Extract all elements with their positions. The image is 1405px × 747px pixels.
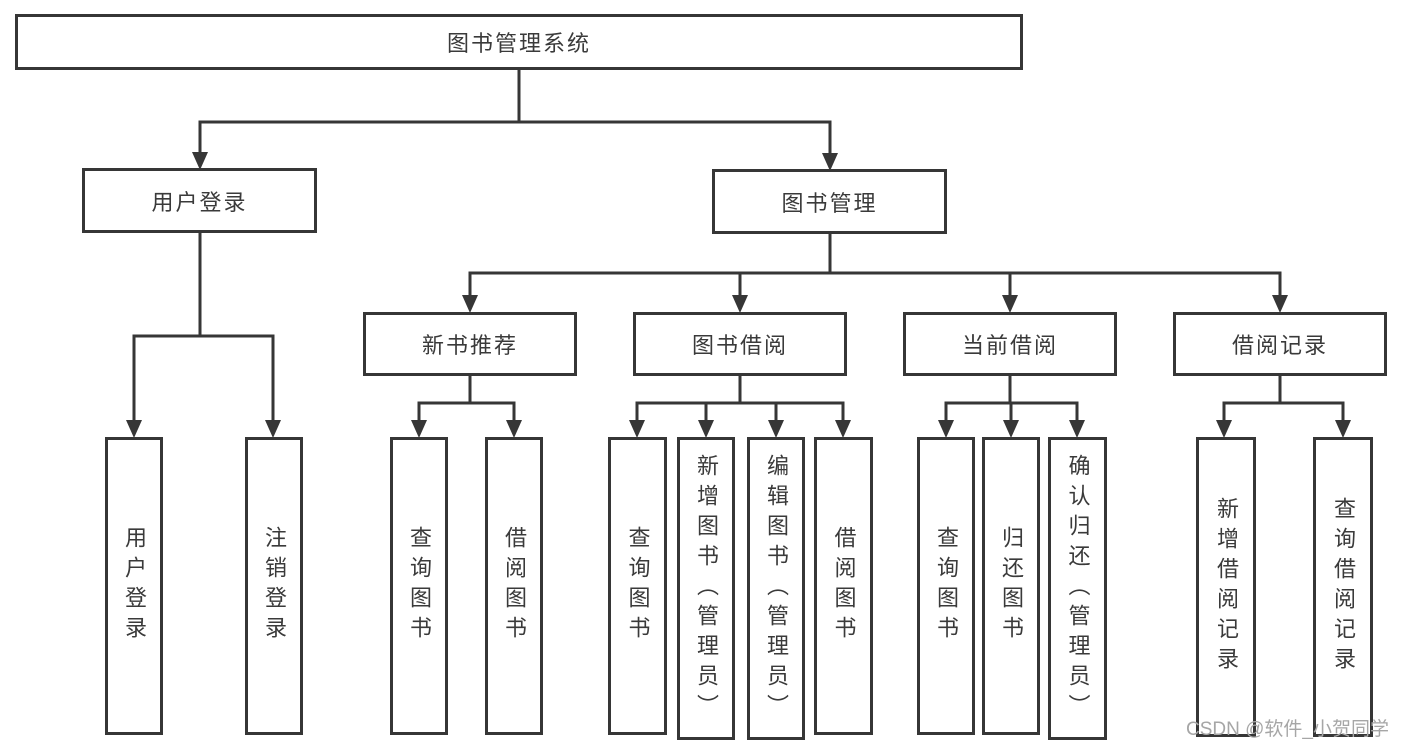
leaf-add-book-admin-label: 新增图书（管理员）	[694, 453, 719, 724]
leaf-user-login: 用户登录	[105, 437, 163, 735]
leaf-current-query-books: 查询图书	[917, 437, 975, 735]
leaf-query-borrow-record: 查询借阅记录	[1313, 437, 1373, 737]
leaf-confirm-return-admin-label: 确认归还（管理员）	[1065, 453, 1091, 724]
leaf-recommend-borrow-books-label: 借阅图书	[502, 526, 527, 646]
leaf-add-borrow-record: 新增借阅记录	[1196, 437, 1256, 737]
leaf-borrow-books: 借阅图书	[814, 437, 873, 735]
leaf-recommend-borrow-books: 借阅图书	[485, 437, 543, 735]
leaf-current-query-books-label: 查询图书	[934, 526, 959, 646]
node-current-borrow: 当前借阅	[903, 312, 1117, 376]
leaf-recommend-query-books: 查询图书	[390, 437, 448, 735]
node-root-system-label: 图书管理系统	[446, 31, 591, 56]
leaf-add-book-admin: 新增图书（管理员）	[677, 437, 735, 740]
tree-edges	[132, 67, 1345, 424]
leaf-query-borrow-record-label: 查询借阅记录	[1331, 497, 1356, 677]
node-book-management: 图书管理	[712, 169, 947, 234]
leaf-return-books-label: 归还图书	[999, 526, 1024, 646]
leaf-borrow-query-books-label: 查询图书	[625, 526, 651, 646]
node-borrow-records-label: 借阅记录	[1231, 333, 1328, 358]
leaf-recommend-query-books-label: 查询图书	[407, 526, 432, 646]
node-book-borrow: 图书借阅	[633, 312, 847, 376]
node-book-management-label: 图书管理	[781, 190, 878, 216]
leaf-user-login-label: 用户登录	[122, 526, 147, 646]
csdn-watermark: CSDN @软件_小贺同学	[1186, 719, 1389, 740]
node-book-borrow-label: 图书借阅	[691, 333, 788, 358]
node-new-book-recommend-label: 新书推荐	[421, 333, 518, 358]
leaf-add-borrow-record-label: 新增借阅记录	[1214, 497, 1239, 677]
leaf-borrow-query-books: 查询图书	[608, 437, 667, 735]
arrowheads	[126, 152, 1351, 438]
node-borrow-records: 借阅记录	[1173, 312, 1387, 376]
node-new-book-recommend: 新书推荐	[363, 312, 577, 376]
leaf-edit-book-admin-label: 编辑图书（管理员）	[764, 453, 789, 724]
leaf-borrow-books-label: 借阅图书	[831, 526, 857, 646]
node-current-borrow-label: 当前借阅	[961, 333, 1058, 358]
leaf-confirm-return-admin: 确认归还（管理员）	[1048, 437, 1107, 740]
leaf-logout: 注销登录	[245, 437, 303, 735]
leaf-logout-label: 注销登录	[262, 526, 287, 646]
node-user-login-label: 用户登录	[151, 189, 248, 215]
node-user-login: 用户登录	[82, 168, 317, 233]
node-root-system: 图书管理系统	[15, 14, 1023, 70]
leaf-return-books: 归还图书	[982, 437, 1040, 735]
leaf-edit-book-admin: 编辑图书（管理员）	[747, 437, 805, 740]
